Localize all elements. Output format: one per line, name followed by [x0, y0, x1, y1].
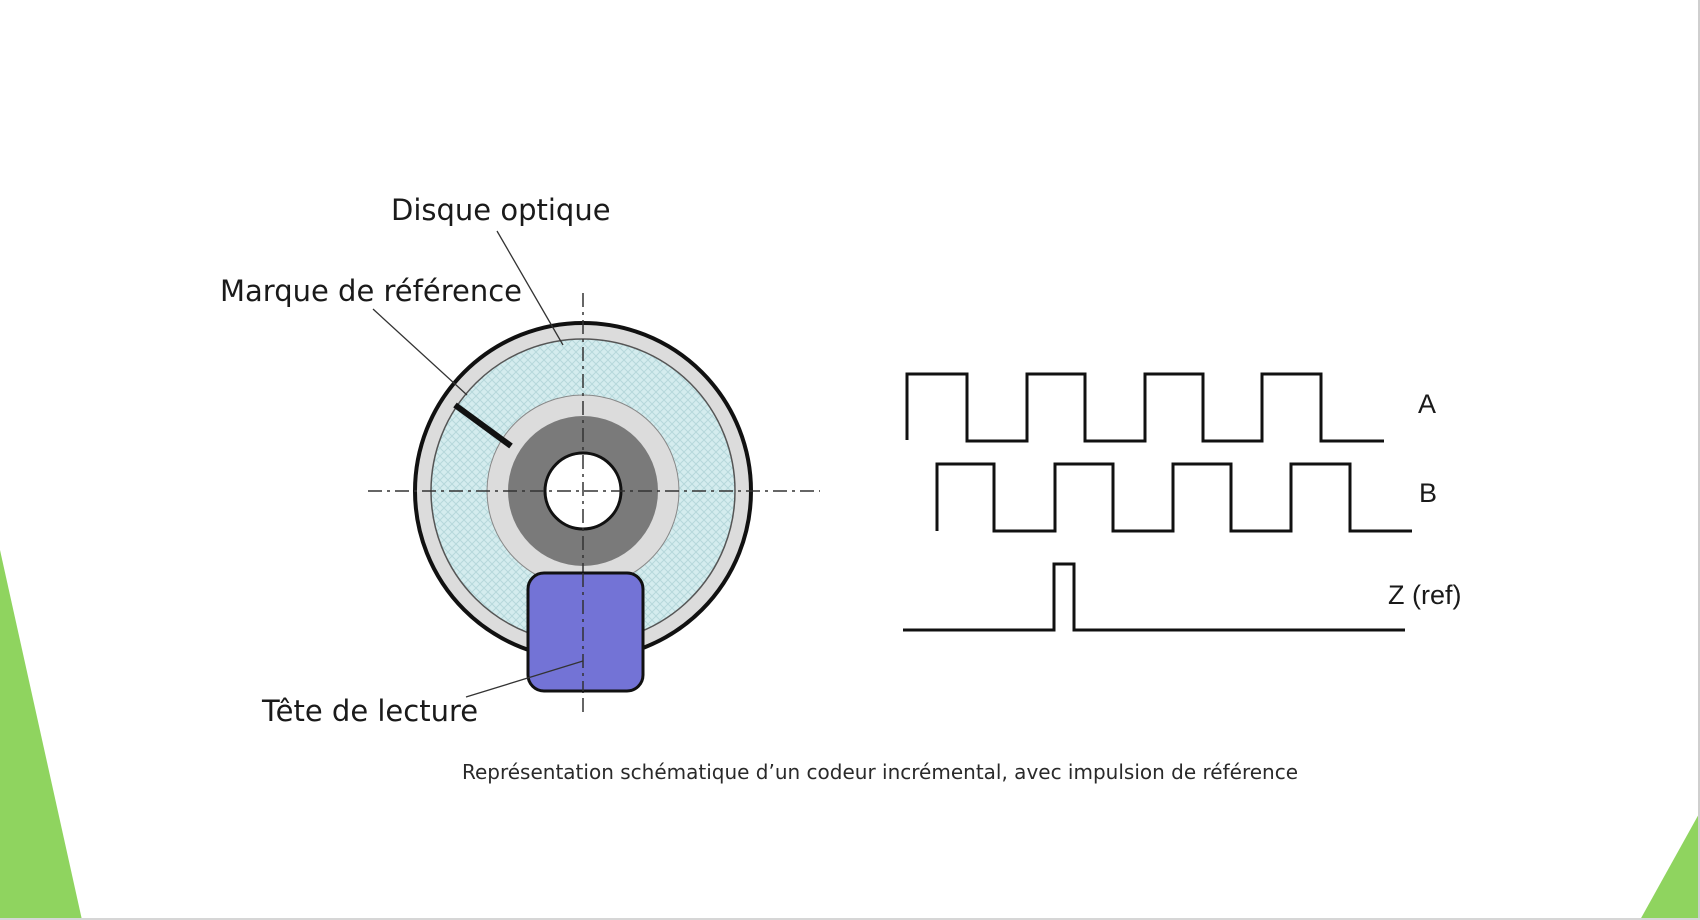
figure-caption: Représentation schématique d’un codeur i…: [461, 760, 1299, 784]
signal-z-label: Z (ref): [1388, 580, 1462, 610]
signal-waveforms: [903, 372, 1412, 632]
signal-z-waveform: [903, 562, 1405, 632]
optical-disk-label: Disque optique: [391, 193, 611, 227]
leader-lines: [372, 230, 584, 698]
signal-b-label: B: [1419, 478, 1437, 508]
reference-mark-label: Marque de référence: [220, 274, 522, 308]
read-head: [526, 571, 645, 693]
green-accent-left: [0, 550, 82, 920]
slide-frame-right: [1698, 0, 1700, 920]
slide-frame-bottom: [0, 918, 1700, 920]
signal-a-label: A: [1418, 389, 1436, 419]
read-head-label: Tête de lecture: [261, 694, 478, 728]
signal-b-waveform: [935, 462, 1412, 533]
green-accent-right: [1640, 812, 1700, 920]
signal-a-waveform: [905, 372, 1384, 443]
reference-mark: [453, 402, 513, 449]
